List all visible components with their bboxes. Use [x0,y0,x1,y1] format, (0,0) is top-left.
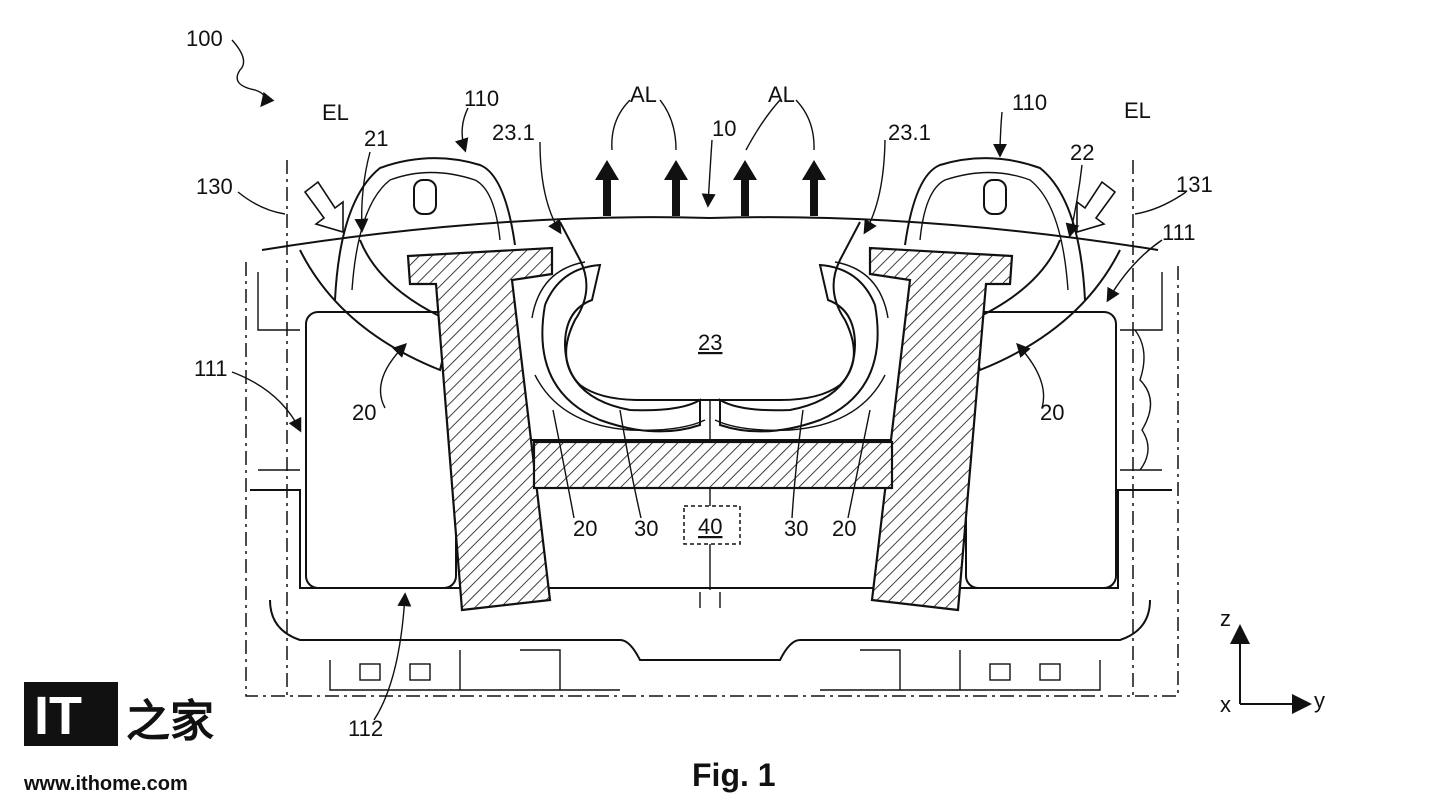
frame-member-right [868,246,1014,612]
label-23-1-left: 23.1 [492,120,535,145]
label-el-right: EL [1124,98,1151,123]
air-guide-right [966,239,1121,372]
control-unit [683,505,741,545]
frame-member-left [406,246,554,612]
label-20-left: 20 [352,400,376,425]
fan-right [714,261,889,433]
label-23-1-right: 23.1 [888,120,931,145]
label-130: 130 [196,174,233,199]
label-30-left: 30 [634,516,658,541]
logo-brand-cn: 之家 [126,697,214,746]
label-al-right: AL [768,82,795,107]
ithome-logo: IT 之家 www.ithome.com [23,682,214,795]
fan-left [531,261,706,433]
coordinate-axes: z x y [1220,606,1325,717]
reference-labels: 100 110 110 EL EL 21 22 23.1 23.1 AL AL … [186,26,1213,741]
leader-lines [231,39,1187,721]
axis-x-label: x [1220,692,1231,717]
label-100: 100 [186,26,223,51]
outflow-arrows [595,160,826,216]
label-10: 10 [712,116,736,141]
label-30-right: 30 [784,516,808,541]
central-duct [559,221,861,401]
label-111-right: 111 [1162,220,1195,245]
label-al-left: AL [630,82,657,107]
label-112: 112 [348,716,383,741]
label-el-left: EL [322,100,349,125]
label-20-inner-right: 20 [832,516,856,541]
inflow-arrows [303,180,1117,234]
logo-url: www.ithome.com [23,773,188,795]
vehicle-outline [245,160,1179,697]
label-23: 23 [698,330,722,355]
label-111-left: 111 [194,356,227,381]
axis-z-label: z [1220,606,1231,631]
label-21: 21 [364,126,388,151]
figure-caption: Fig. 1 [692,757,776,793]
underbody-structure [250,489,1172,691]
label-110-left: 110 [464,86,499,111]
label-131: 131 [1176,172,1213,197]
label-110-right: 110 [1012,90,1047,115]
axis-y-label: y [1314,688,1325,713]
air-guide-left [299,239,454,372]
label-22: 22 [1070,140,1094,165]
cross-member [532,440,894,490]
label-40: 40 [698,514,722,539]
roof-cover [261,216,1159,251]
label-20-inner-left: 20 [573,516,597,541]
label-20-right: 20 [1040,400,1064,425]
logo-brand-text: IT [34,686,82,746]
